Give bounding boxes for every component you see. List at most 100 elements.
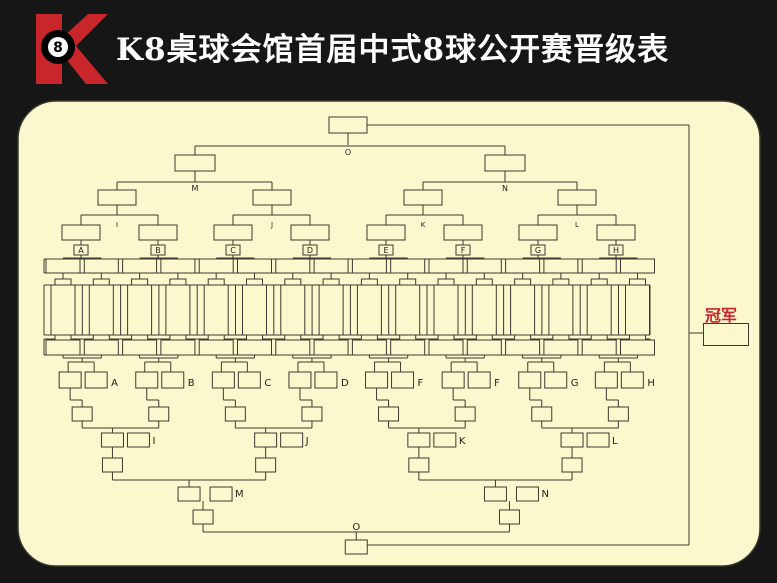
seed-tab: [131, 278, 149, 286]
seed-tab: [475, 334, 493, 341]
round1-slot: [198, 339, 234, 356]
repechage-slot: [483, 486, 507, 502]
repechage-label: C: [264, 378, 271, 389]
player-card: [165, 284, 191, 336]
group-slot: [443, 224, 483, 241]
repechage-slot: [391, 371, 415, 389]
repechage-slot: [211, 371, 235, 389]
seed-tab: [514, 278, 532, 286]
group-label-box: [302, 244, 318, 256]
final-label: O: [345, 148, 351, 157]
repechage-label: L: [612, 436, 618, 447]
group-label-box: [73, 244, 89, 256]
player-card: [548, 284, 574, 336]
player-card: [356, 284, 382, 336]
round1-slot: [428, 339, 464, 356]
seed-tab: [169, 278, 187, 286]
group-slot: [138, 224, 178, 241]
round1-slot: [313, 258, 349, 274]
repechage-slot: [531, 406, 553, 422]
group-slot: [290, 224, 330, 241]
quarter-slot: [557, 189, 597, 206]
repechage-slot: [135, 371, 159, 389]
repechage-slot: [561, 457, 583, 473]
lower-final-label: O: [352, 522, 360, 533]
round1-slot: [237, 258, 272, 274]
seed-tab: [54, 278, 72, 286]
round1-slot: [351, 258, 387, 274]
semi-slot: [484, 154, 526, 172]
player-card: [395, 284, 421, 336]
round1-slot: [543, 258, 579, 274]
player-card: [50, 284, 76, 336]
player-card: [586, 284, 612, 336]
group-label: D: [307, 246, 313, 255]
repechage-slot: [560, 432, 584, 448]
seed-tab: [284, 278, 302, 286]
group-label: A: [78, 246, 84, 255]
quarter-slot: [252, 189, 292, 206]
repechage-slot: [407, 432, 431, 448]
round1-slot: [390, 339, 426, 356]
round1-slot: [122, 339, 158, 356]
seed-tab: [246, 278, 263, 286]
seed-tab: [284, 334, 302, 341]
player-card: [471, 284, 497, 336]
round1-slot: [620, 258, 655, 274]
repechage-slot: [100, 432, 124, 448]
round1-slot: [620, 339, 655, 356]
repechage-slot: [192, 509, 214, 525]
round1-slot: [390, 258, 426, 274]
group-label-box: [608, 244, 624, 256]
repechage-label: A: [111, 378, 118, 389]
round1-slot: [160, 258, 196, 274]
player-card: [280, 284, 306, 336]
repechage-slot: [161, 371, 185, 389]
round1-slot: [581, 339, 617, 356]
repechage-slot: [498, 509, 520, 525]
group-label-box: [150, 244, 166, 256]
repechage-slot: [467, 371, 491, 389]
seed-tab: [360, 334, 378, 341]
round1-slot: [160, 339, 196, 356]
round1-slot: [466, 258, 502, 274]
repechage-slot: [433, 432, 457, 448]
round1-slot: [45, 258, 81, 274]
seed-tab: [437, 278, 455, 286]
seed-tab: [629, 278, 646, 286]
seed-tab: [92, 334, 110, 341]
repechage-slot: [454, 406, 476, 422]
repechage-slot: [515, 486, 539, 502]
lower-final-slot: [344, 539, 368, 555]
seed-tab: [207, 334, 225, 341]
group-label-box: [530, 244, 546, 256]
round1-slot: [313, 339, 349, 356]
repechage-slot: [586, 432, 610, 448]
group-label: B: [155, 246, 161, 255]
seed-tab: [92, 278, 110, 286]
repechage-label: K: [459, 436, 466, 447]
seed-tab: [590, 334, 608, 341]
quarter-label: K: [421, 221, 426, 229]
seed-tab: [629, 334, 646, 341]
round1-slot: [198, 258, 234, 274]
round1-slot: [505, 339, 541, 356]
group-slot: [213, 224, 253, 241]
player-card: [625, 284, 650, 336]
round1-slot: [351, 339, 387, 356]
round1-slot: [505, 258, 541, 274]
repechage-slot: [254, 432, 278, 448]
repechage-slot: [441, 371, 465, 389]
group-slot: [61, 224, 101, 241]
repechage-label: H: [647, 378, 655, 389]
group-label-box: [378, 244, 394, 256]
repechage-label: D: [341, 378, 349, 389]
repechage-slot: [288, 371, 312, 389]
repechage-slot: [237, 371, 261, 389]
repechage-slot: [224, 406, 246, 422]
seed-tab: [207, 278, 225, 286]
repechage-slot: [594, 371, 618, 389]
round1-slot: [543, 339, 579, 356]
repechage-slot: [255, 457, 277, 473]
